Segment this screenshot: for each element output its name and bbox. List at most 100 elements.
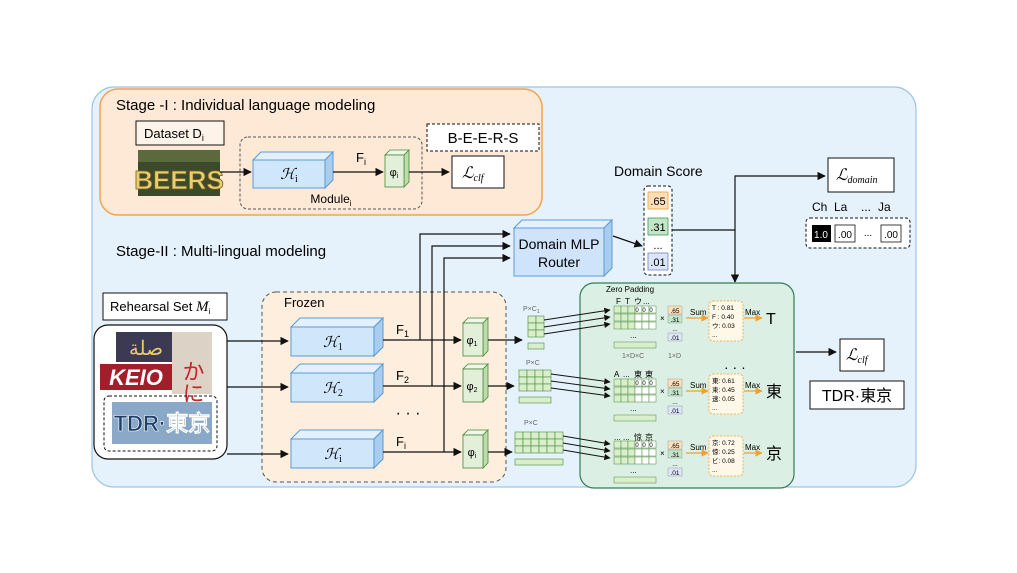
- mini-score-text: .65: [670, 308, 679, 315]
- pad-cell: [627, 394, 636, 403]
- pad-cell: [620, 321, 629, 330]
- result-box: [708, 373, 744, 415]
- svg-text:Rehearsal Set Mi: Rehearsal Set Mi: [110, 299, 211, 316]
- mini-score-cell: [667, 449, 683, 459]
- result-line: ...: [712, 467, 718, 474]
- rehearsal-label-box: [102, 292, 228, 321]
- svg-text:惊: 惊: [634, 432, 642, 442]
- svg-text:...: ...: [864, 228, 872, 239]
- matrix-i-cell: [546, 445, 556, 454]
- svg-text:φ1: φ1: [466, 335, 477, 348]
- pad-cell: [641, 321, 650, 330]
- pad-cell: [641, 394, 650, 403]
- svg-text:ℋi: ℋi: [280, 167, 298, 185]
- svg-text:BEERS: BEERS: [134, 165, 224, 195]
- route-line: [543, 314, 611, 328]
- svg-text:Router: Router: [538, 254, 580, 270]
- pad-cell: [620, 378, 629, 387]
- result-line: 東: 0.61: [712, 376, 735, 385]
- pad-cell: [627, 305, 636, 314]
- frozen-label: Frozen: [284, 295, 324, 310]
- matrix-i-cell: [538, 445, 548, 454]
- result-line: F : 0.40: [712, 314, 734, 321]
- result-line: ビ: 0.08: [712, 456, 735, 465]
- pad-cell: [648, 440, 657, 449]
- mini-score-text: .65: [670, 443, 679, 450]
- max-label: Max: [745, 443, 760, 452]
- matrix-tail: [514, 458, 564, 466]
- module-label: Modulei: [310, 192, 351, 208]
- svg-text:Domain MLP: Domain MLP: [519, 236, 600, 252]
- zero-value: 0: [635, 381, 639, 387]
- matrix-1-cell: [527, 329, 537, 338]
- stage1-title: Stage -I : Individual language modeling: [116, 97, 375, 114]
- pad-cell: [634, 456, 643, 465]
- result-line: 柬: 0.45: [712, 386, 735, 394]
- head-i: φi: [462, 429, 489, 469]
- pad-cell: [613, 386, 622, 395]
- matrix-i-cell: [530, 438, 540, 447]
- pad-cell: [620, 456, 629, 465]
- pad-tail: [613, 476, 657, 484]
- final-output-box: [809, 380, 905, 410]
- mini-score-text: ...: [672, 326, 678, 333]
- stage1-head: φi: [384, 149, 410, 188]
- domain-loss-box: [827, 157, 895, 193]
- result-line: 速: 0.05: [712, 395, 735, 403]
- matrix-2-cell: [526, 383, 536, 392]
- zero-value: 0: [649, 443, 653, 449]
- mini-score-cell: [667, 387, 683, 397]
- domain-router: Domain MLP Router: [512, 218, 614, 278]
- pad-cell: [620, 305, 629, 314]
- top-char-labels: F T ウ ...: [616, 297, 650, 306]
- result-line: T : 0.81: [712, 305, 734, 312]
- svg-text:T: T: [625, 297, 630, 306]
- feature-2: F2: [396, 368, 409, 385]
- pad-ellipsis: ...: [630, 466, 637, 475]
- pad-cell: [627, 321, 636, 330]
- pad-cell: [613, 305, 622, 314]
- route-line: [550, 387, 611, 399]
- matrix-2-cell: [542, 383, 552, 392]
- pad-cell: [641, 456, 650, 465]
- pad-ellipsis: ...: [630, 331, 637, 340]
- pad-cell: [613, 448, 622, 457]
- zero-value: 0: [649, 308, 653, 314]
- svg-text:東: 東: [645, 369, 653, 379]
- mini-score-text: .01: [670, 470, 679, 477]
- times-sign: ×: [660, 314, 665, 323]
- svg-text:...: ...: [653, 240, 662, 252]
- zero-value: 0: [642, 443, 646, 449]
- stage1-panel: Stage -I : Individual language modeling …: [99, 88, 543, 216]
- svg-text:ℋ2: ℋ2: [323, 381, 343, 399]
- mini-score-cell: [667, 405, 683, 415]
- pad-cell: [627, 448, 636, 457]
- feature-1: F1: [396, 322, 409, 339]
- matrix-i-cell: [530, 445, 540, 454]
- result-output: T: [766, 311, 776, 328]
- pad-cell: [620, 448, 629, 457]
- dataset-sub: i: [202, 133, 204, 143]
- svg-text:A: A: [614, 370, 620, 379]
- matrix-2-cell: [518, 376, 528, 385]
- pad-cell: [648, 448, 657, 457]
- language-vector: 1.0 .00 ... .00: [812, 224, 902, 243]
- matrix-i-cell: [554, 445, 564, 454]
- pad-cell: [613, 440, 622, 449]
- stage2-title: Stage-II : Multi-lingual modeling: [116, 243, 326, 260]
- pad-cell: [613, 321, 622, 330]
- pad-cell: [634, 313, 643, 322]
- svg-text:ℋ1: ℋ1: [323, 335, 343, 353]
- mini-score-text: .65: [670, 381, 679, 388]
- svg-text:La: La: [834, 200, 848, 214]
- route-line: [550, 380, 611, 392]
- svg-text:...: ...: [614, 433, 621, 442]
- matrix-i-cell: [514, 445, 524, 454]
- svg-text:KEIO: KEIO: [109, 365, 163, 390]
- matrix-2-cell: [534, 376, 544, 385]
- matrix-2-cell: [518, 369, 528, 378]
- pad-cell: [634, 321, 643, 330]
- encoder-ellipsis: · · ·: [396, 405, 421, 422]
